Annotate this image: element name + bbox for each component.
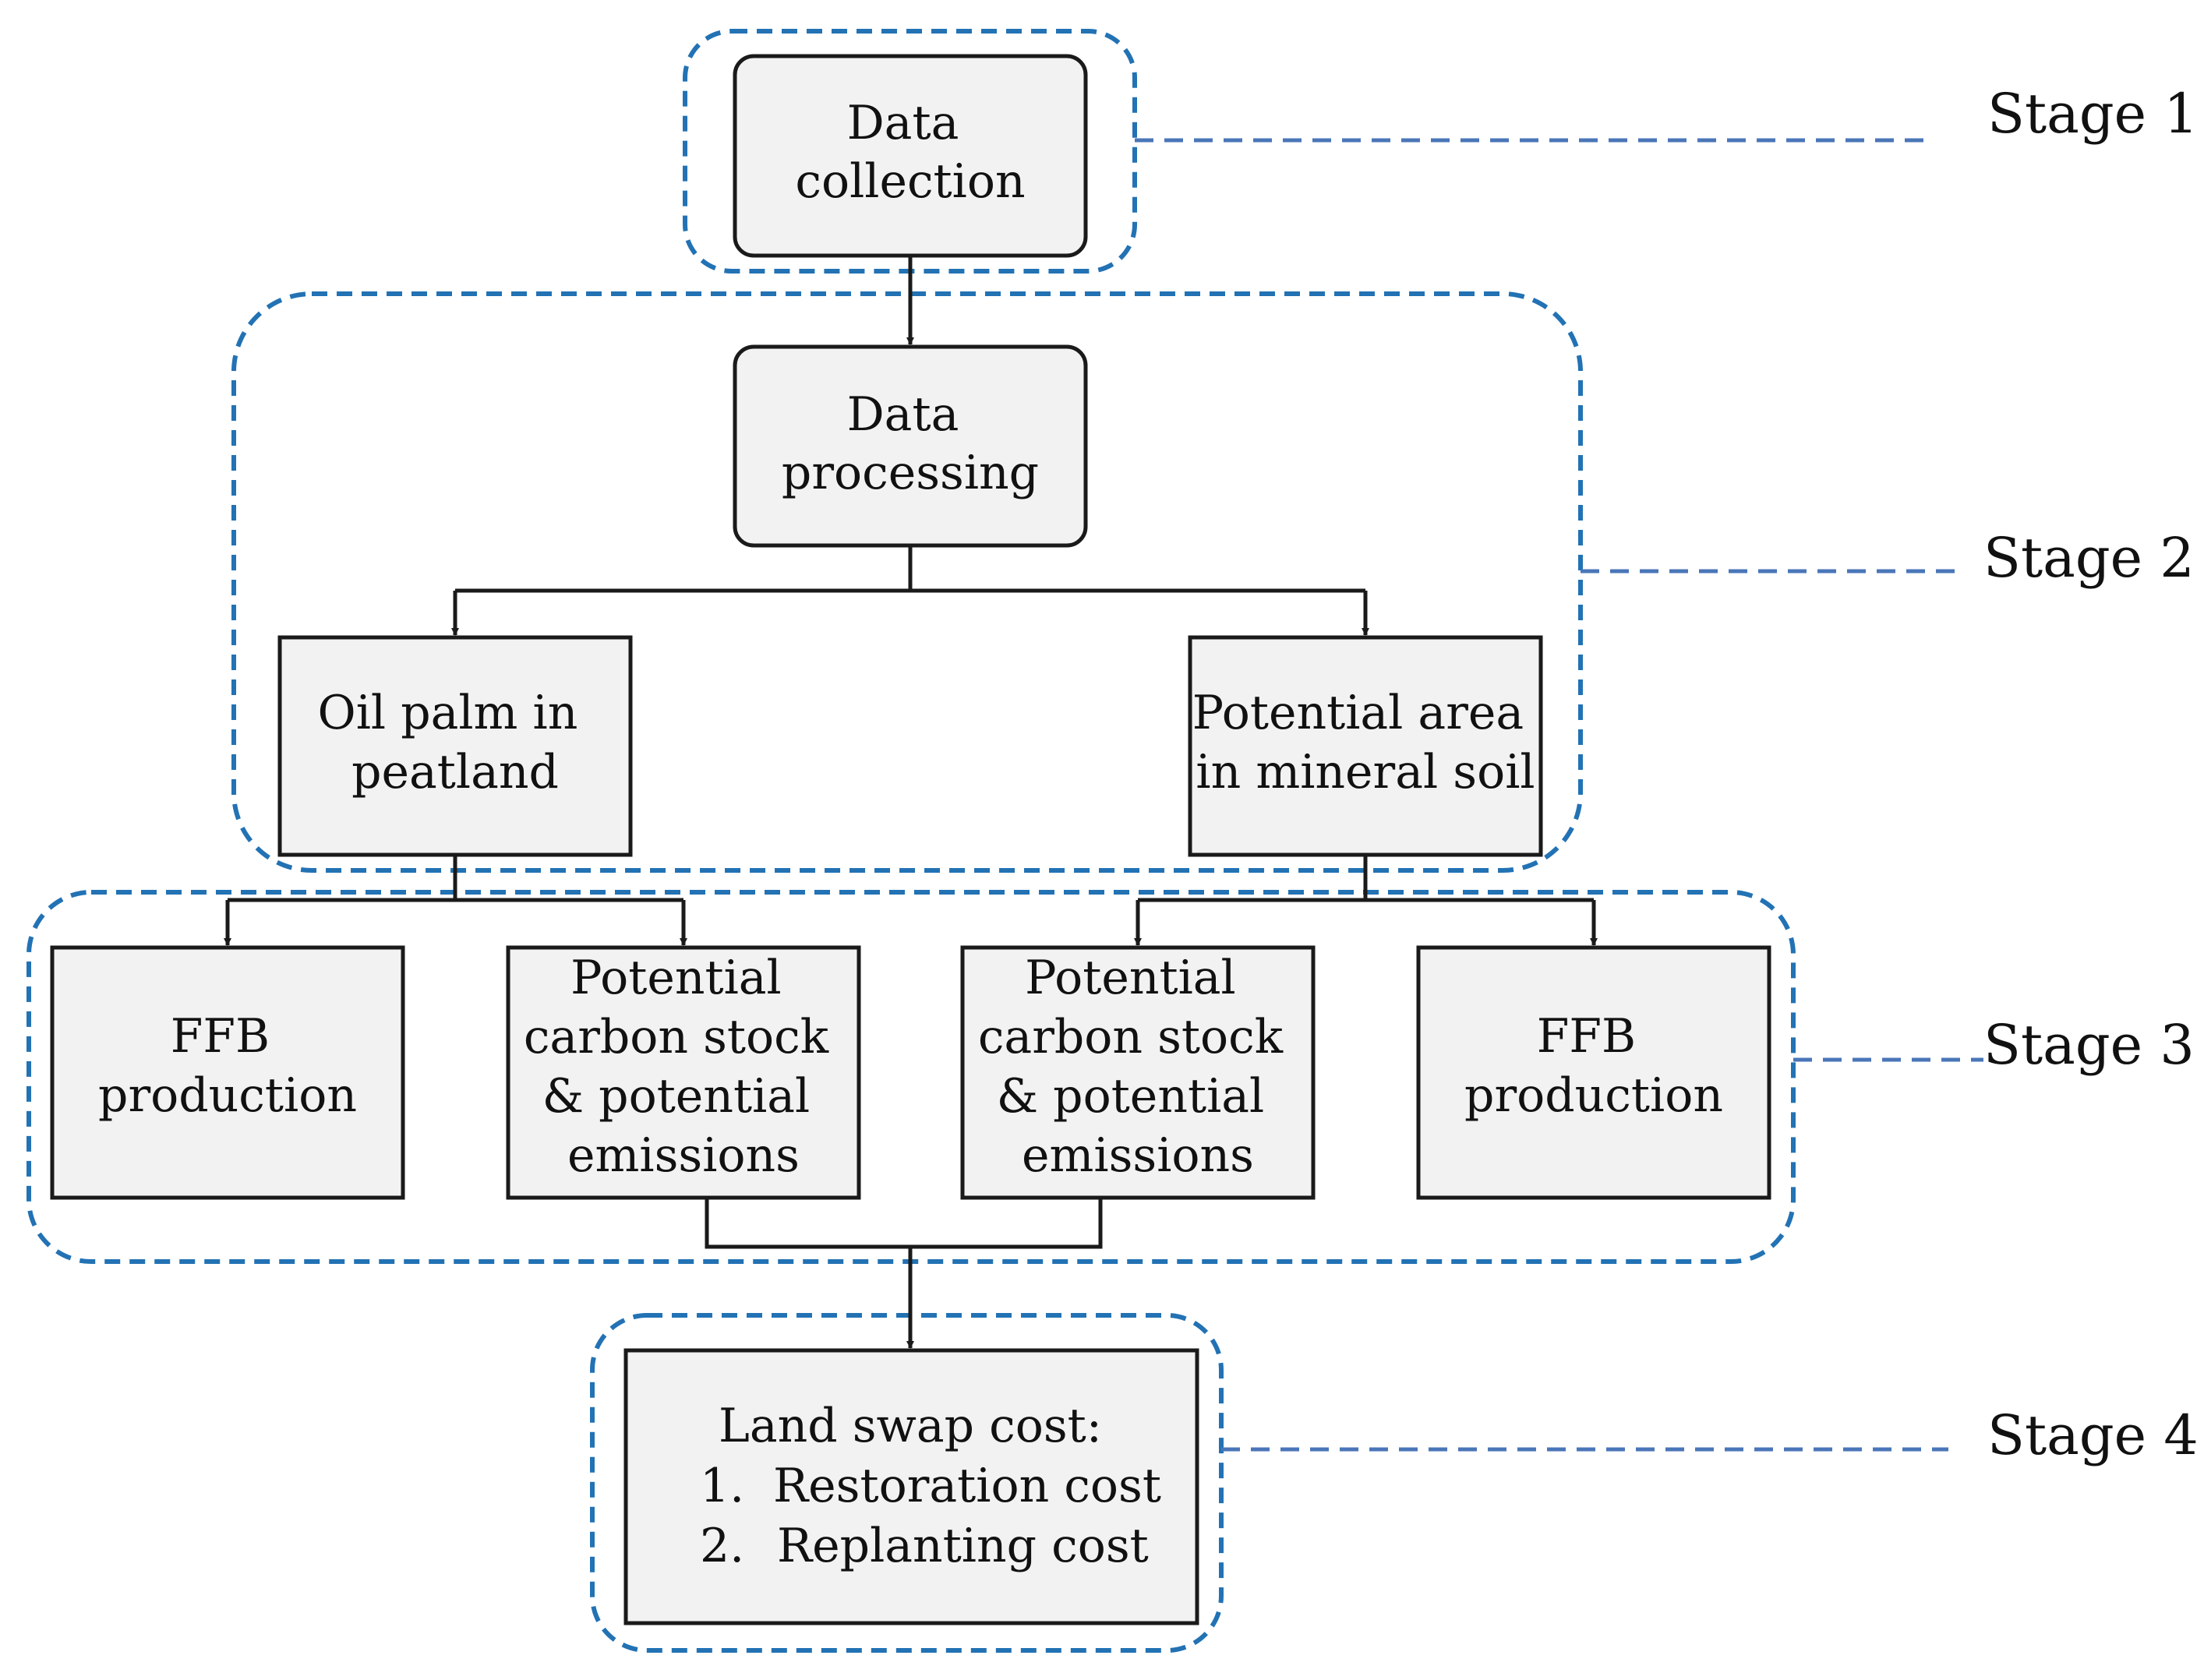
carbon-stock-right-box — [960, 945, 1316, 1200]
stage-4-label: Stage 4 — [1987, 1403, 2199, 1467]
land-swap-item-text-1: Restoration cost — [773, 1459, 1161, 1513]
ffb-production-right-box — [1416, 945, 1771, 1200]
oil-palm-peatland-label: Oil palm in peatland — [318, 686, 593, 799]
oil-palm-peatland-box — [277, 635, 633, 857]
stage-4-region — [590, 1313, 1224, 1653]
line-carbon-merge — [705, 1198, 1103, 1249]
carbon-stock-left-box — [506, 945, 861, 1200]
land-swap-heading: Land swap cost: — [719, 1399, 1102, 1453]
carbon-stock-right-label: Potential carbon stock & potential emiss… — [978, 951, 1298, 1183]
stage-1-label: Stage 1 — [1987, 82, 2199, 146]
land-swap-cost-box — [623, 1348, 1199, 1625]
land-swap-item-number-2: 2. — [700, 1519, 744, 1573]
data-collection-box — [733, 54, 1088, 258]
data-processing-box — [733, 344, 1088, 548]
carbon-stock-left-label: Potential carbon stock & potential emiss… — [524, 951, 843, 1183]
data-processing-label: Data processing — [782, 387, 1039, 500]
potential-area-mineral-box — [1188, 635, 1543, 857]
stage-2-region — [231, 291, 1583, 873]
stage-2-label: Stage 2 — [1983, 526, 2195, 590]
ffb-production-left-box — [50, 945, 405, 1200]
land-swap-item-text-2: Replanting cost — [777, 1519, 1149, 1573]
data-collection-label: Data collection — [795, 96, 1025, 209]
potential-area-mineral-label: Potential area in mineral soil — [1192, 686, 1538, 799]
land-swap-item-number-1: 1. — [700, 1459, 744, 1513]
ffb-production-right-label: FFB production — [1464, 1009, 1723, 1123]
ffb-production-left-label: FFB production — [98, 1009, 357, 1123]
stage-3-label: Stage 3 — [1983, 1013, 2195, 1077]
